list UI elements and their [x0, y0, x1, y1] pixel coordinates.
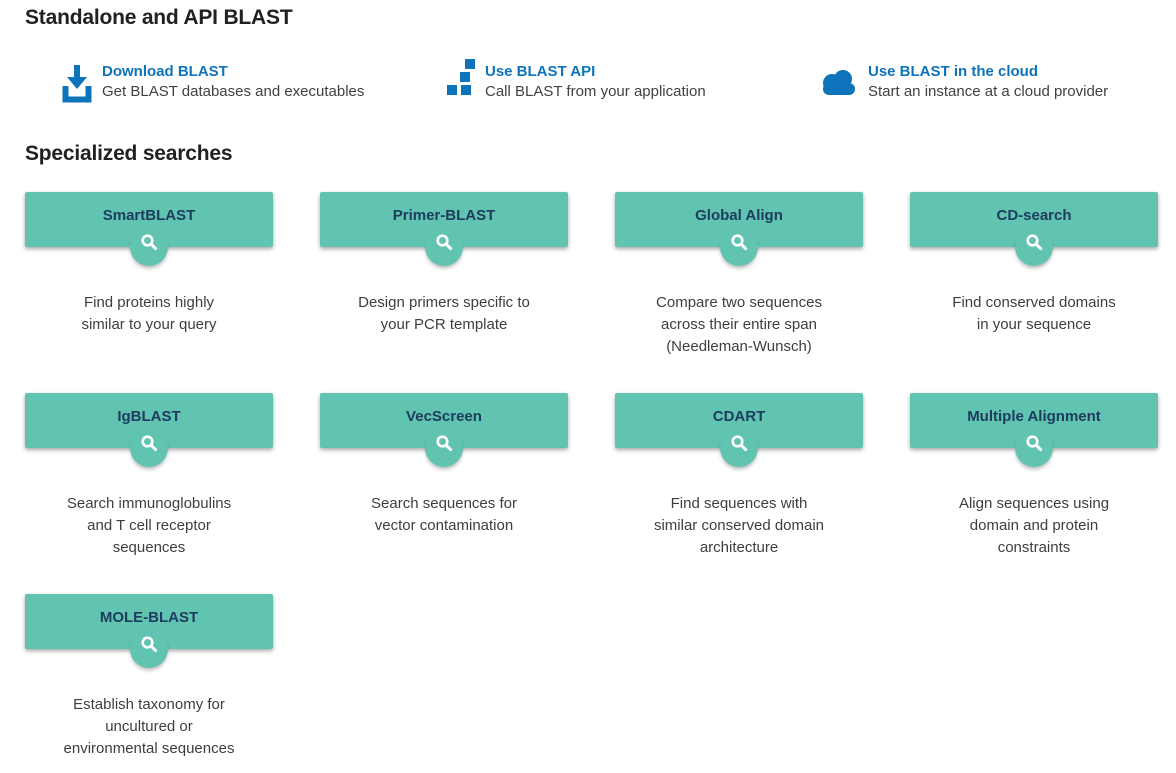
card-title: SmartBLAST [102, 207, 196, 224]
card-description: Find sequences with similar conserved do… [653, 495, 825, 556]
use-blast-cloud-label: Use BLAST in the cloud [868, 63, 1039, 80]
search-icon [720, 228, 758, 266]
card-cell: SmartBLAST Find proteins highly similar … [25, 192, 273, 358]
card-cell: CD-search Find conserved domains in your… [910, 192, 1158, 358]
search-icon [130, 429, 168, 467]
use-blast-cloud-subtitle: Start an instance at a cloud provider [868, 83, 1109, 100]
card-description: Search sequences for vector contaminatio… [371, 495, 517, 534]
card-title: Primer-BLAST [392, 207, 496, 224]
card-cell: MOLE-BLAST Establish taxonomy for uncult… [25, 594, 273, 760]
card-description: Find proteins highly similar to your que… [81, 294, 217, 333]
card-cell: VecScreen Search sequences for vector co… [320, 393, 568, 559]
card-description: Align sequences using domain and protein… [958, 495, 1110, 556]
card-description: Compare two sequences across their entir… [656, 294, 822, 355]
card-cell: IgBLAST Search immunoglobulins and T cel… [25, 393, 273, 559]
use-blast-api-link[interactable]: Use BLAST API Call BLAST from your appli… [447, 59, 706, 102]
card-mole-blast[interactable]: MOLE-BLAST [25, 594, 273, 668]
api-blocks-icon [447, 59, 475, 102]
download-blast-link[interactable]: Download BLAST Get BLAST databases and e… [62, 62, 364, 110]
standalone-api-heading: Standalone and API BLAST [25, 6, 293, 29]
search-icon [425, 429, 463, 467]
search-icon [130, 630, 168, 668]
card-description: Find conserved domains in your sequence [952, 294, 1116, 333]
card-cdart[interactable]: CDART [615, 393, 863, 467]
card-title: CDART [712, 408, 766, 425]
card-cd-search[interactable]: CD-search [910, 192, 1158, 266]
card-title: Multiple Alignment [967, 408, 1101, 425]
card-title: VecScreen [406, 408, 482, 425]
card-cell: Global Align Compare two sequences acros… [615, 192, 863, 358]
card-description: Design primers specific to your PCR temp… [358, 294, 530, 333]
card-vecscreen[interactable]: VecScreen [320, 393, 568, 467]
card-title: IgBLAST [117, 408, 181, 425]
card-cell: Multiple Alignment Align sequences using… [910, 393, 1158, 559]
search-icon [425, 228, 463, 266]
search-icon [1015, 429, 1053, 467]
download-blast-label: Download BLAST [102, 63, 228, 80]
search-icon [130, 228, 168, 266]
card-primer-blast[interactable]: Primer-BLAST [320, 192, 568, 266]
card-cell: CDART Find sequences with similar conser… [615, 393, 863, 559]
card-title: CD-search [996, 207, 1072, 224]
card-description: Establish taxonomy for uncultured or env… [63, 696, 235, 757]
download-blast-subtitle: Get BLAST databases and executables [102, 83, 365, 100]
use-blast-cloud-link[interactable]: Use BLAST in the cloud Start an instance… [820, 62, 1108, 102]
specialized-searches-heading: Specialized searches [25, 142, 233, 165]
card-cell: Primer-BLAST Design primers specific to … [320, 192, 568, 358]
card-smartblast[interactable]: SmartBLAST [25, 192, 273, 266]
download-icon [62, 65, 92, 110]
search-icon [1015, 228, 1053, 266]
card-title: Global Align [695, 207, 783, 224]
specialized-cards-grid: SmartBLAST Find proteins highly similar … [25, 192, 1158, 760]
use-blast-api-subtitle: Call BLAST from your application [485, 83, 706, 100]
card-multiple-alignment[interactable]: Multiple Alignment [910, 393, 1158, 467]
card-title: MOLE-BLAST [99, 609, 199, 626]
cloud-icon [820, 68, 858, 101]
search-icon [720, 429, 758, 467]
use-blast-api-label: Use BLAST API [485, 63, 596, 80]
card-description: Search immunoglobulins and T cell recept… [66, 495, 232, 556]
card-global-align[interactable]: Global Align [615, 192, 863, 266]
card-igblast[interactable]: IgBLAST [25, 393, 273, 467]
